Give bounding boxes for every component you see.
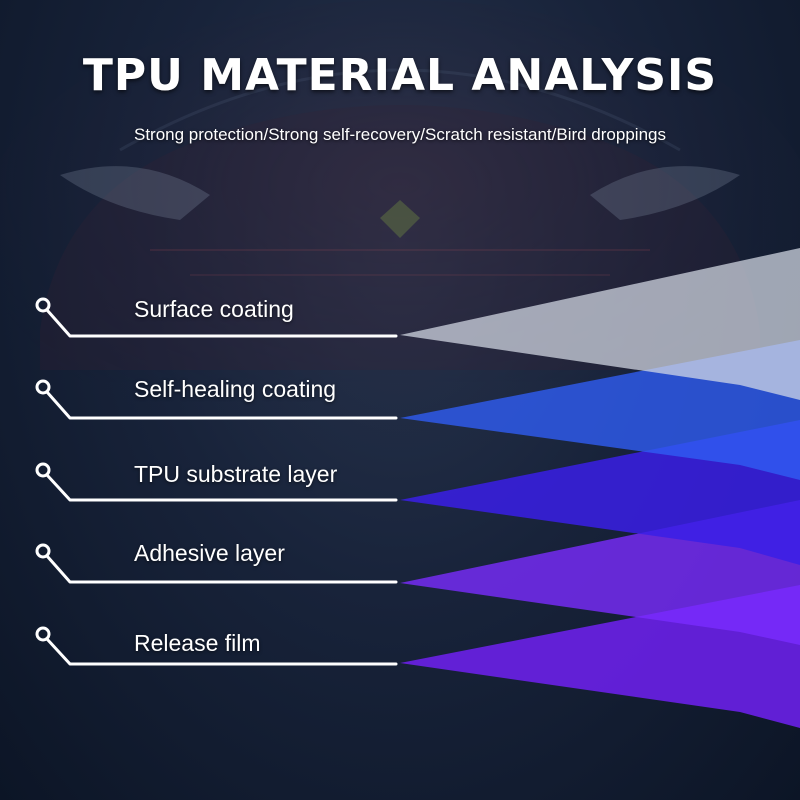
- page-subtitle: Strong protection/Strong self-recovery/S…: [134, 125, 666, 144]
- sheet-surface-coating: [400, 248, 800, 400]
- leader-adhesive-layer: [35, 543, 398, 584]
- layer-stack: [400, 248, 800, 728]
- page-title: TPU MATERIAL ANALYSIS: [82, 50, 718, 101]
- label-surface-coating: Surface coating: [134, 296, 294, 322]
- leader-tpu-substrate: [35, 462, 398, 502]
- leader-surface-coating: [35, 297, 398, 338]
- label-self-healing-coating: Self-healing coating: [134, 376, 337, 402]
- label-tpu-substrate-layer: TPU substrate layer: [134, 461, 338, 487]
- label-release-film: Release film: [134, 630, 261, 656]
- label-adhesive-layer: Adhesive layer: [134, 540, 285, 566]
- leader-release-film: [35, 626, 398, 666]
- leader-lines: [35, 297, 398, 666]
- leader-self-healing-coating: [35, 379, 398, 420]
